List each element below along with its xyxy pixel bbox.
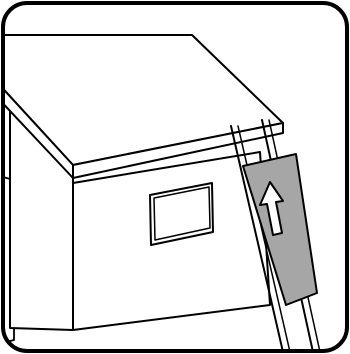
shed-ladder-diagram (0, 0, 350, 354)
